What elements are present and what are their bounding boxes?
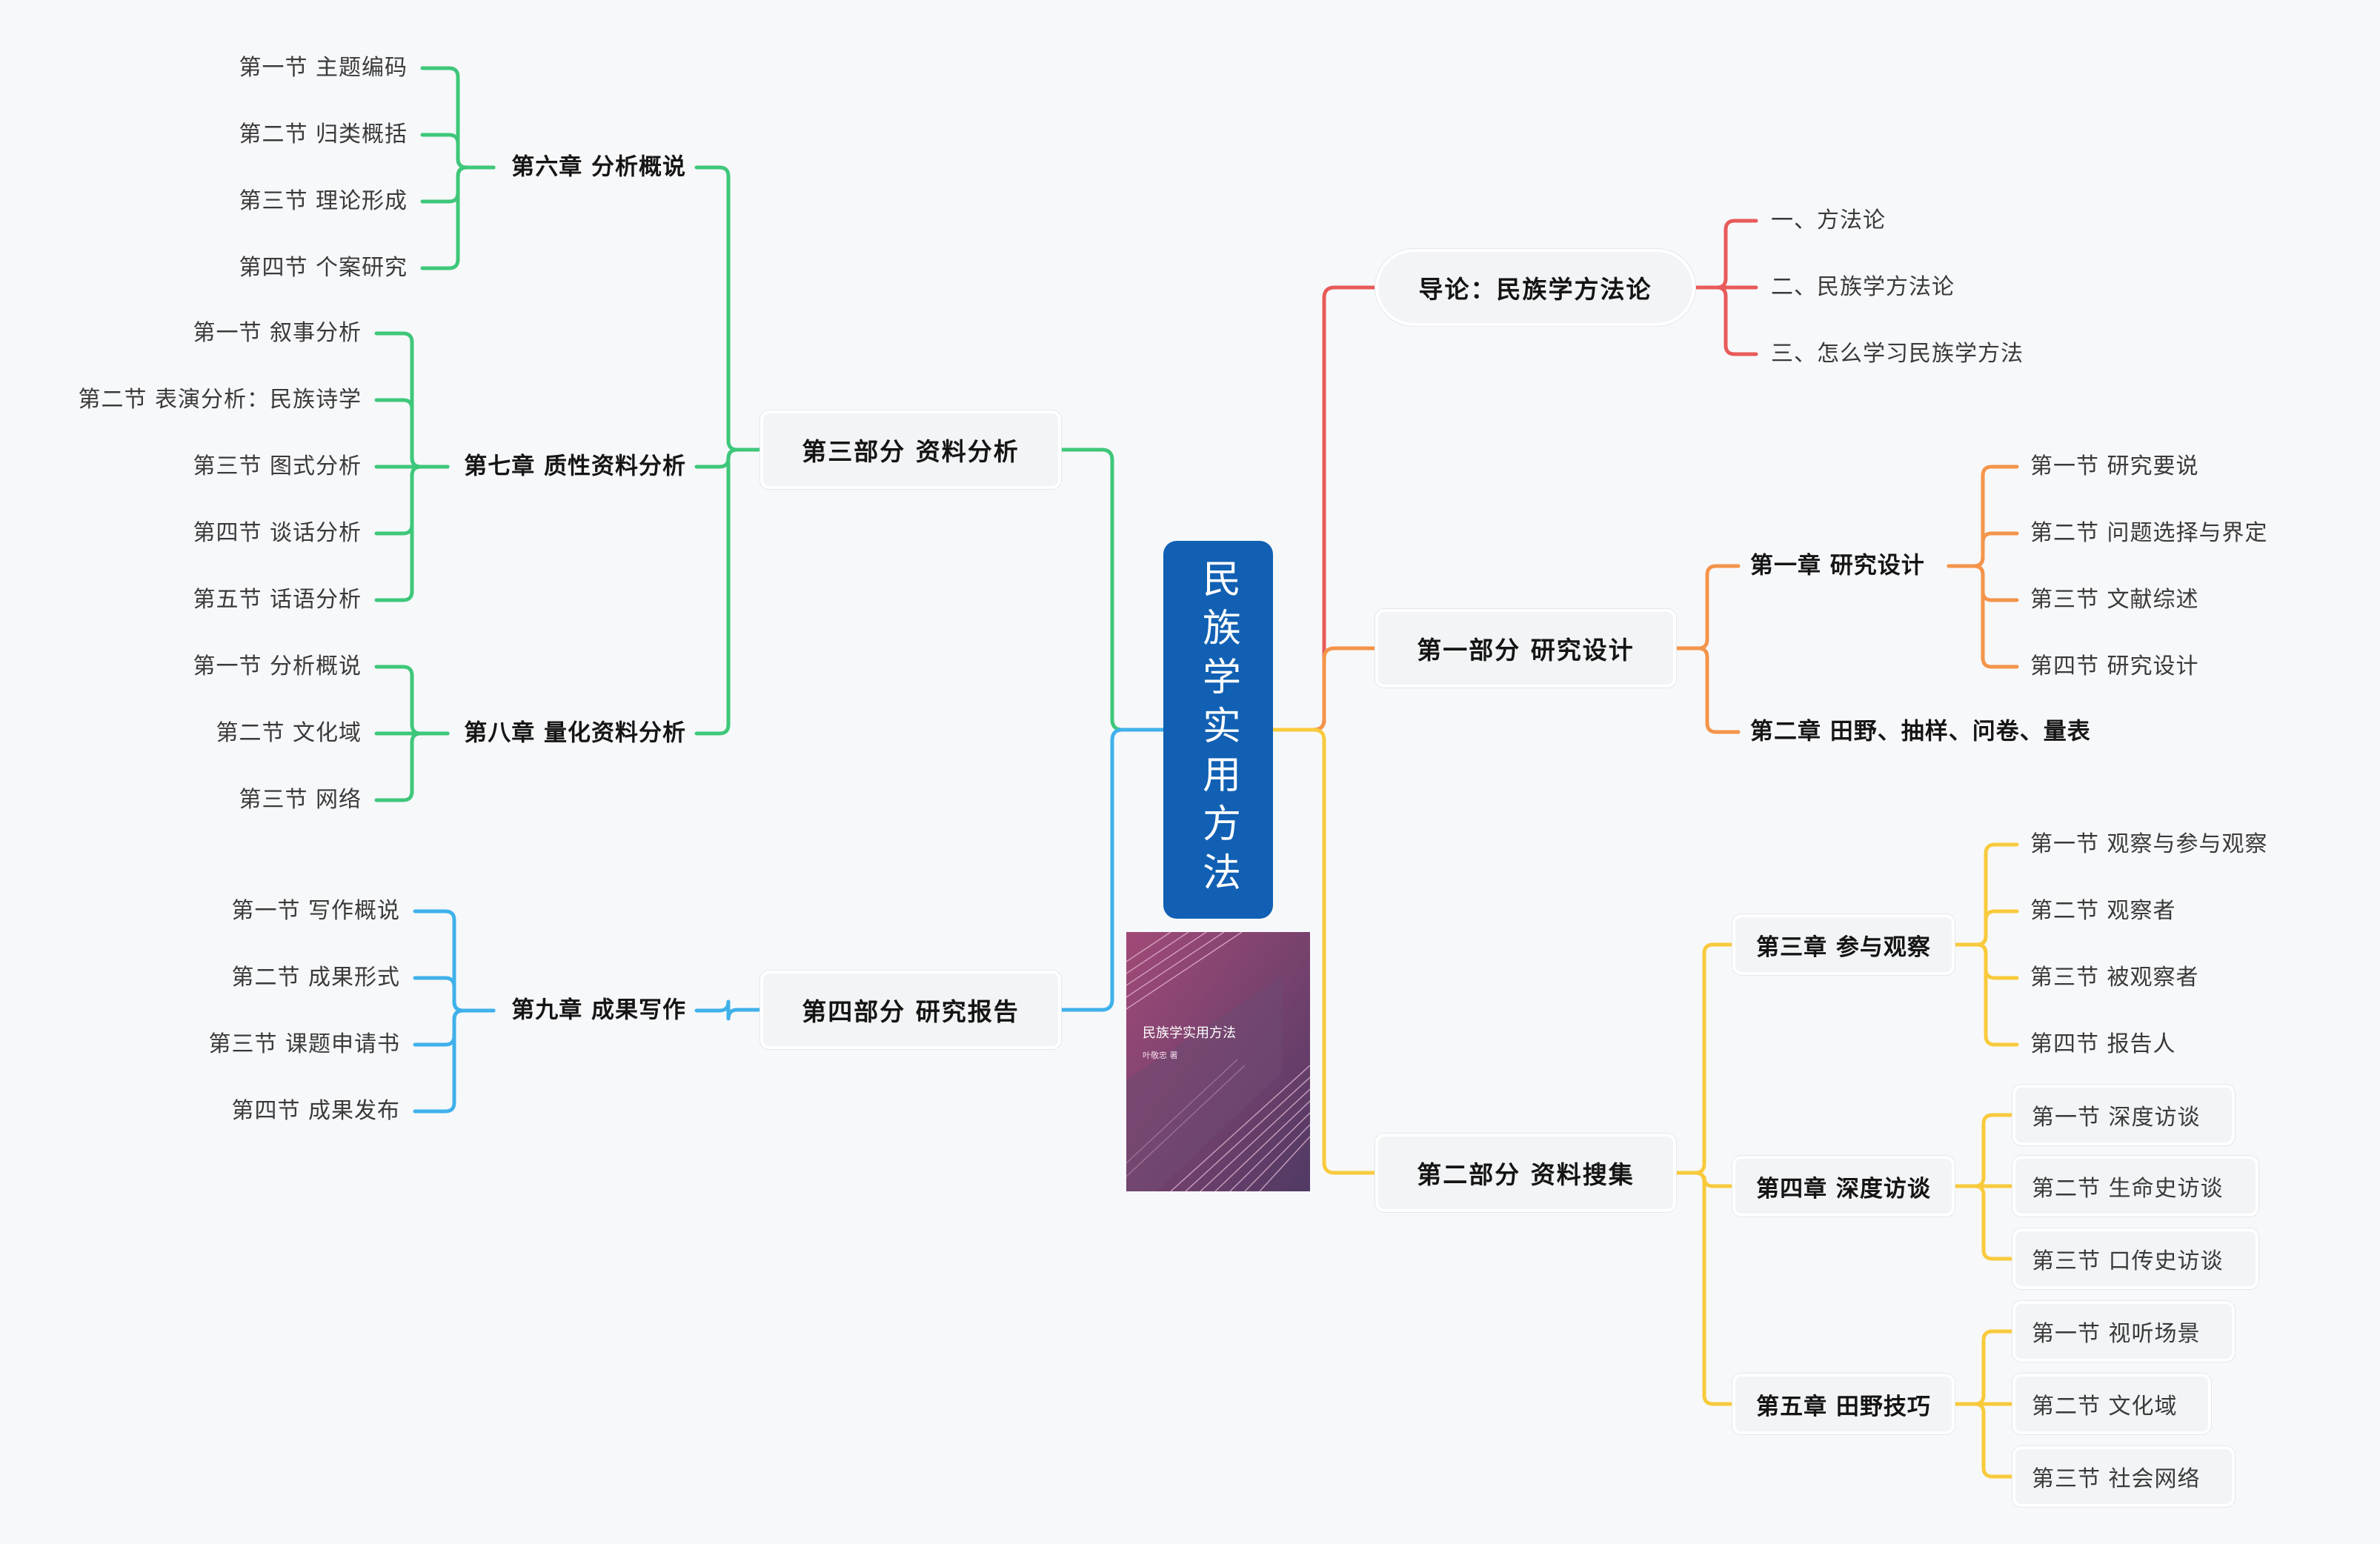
section-item[interactable]: 第一节 研究要说 (2030, 453, 2199, 479)
chapter-3-label: 第三章 参与观察 (1756, 934, 1931, 961)
section-item[interactable]: 第三节 被观察者 (2030, 965, 2199, 991)
connector-part3 (1059, 447, 1166, 732)
chapter-4-box[interactable]: 第四章 深度访谈 (1732, 1156, 1955, 1217)
book-author: 叶敬忠 著 (1143, 1051, 1178, 1060)
section-box[interactable]: 第三节 社会网络 (2012, 1446, 2235, 1507)
section-label: 第二节 生命史访谈 (2032, 1176, 2224, 1202)
book-cover-pattern-icon (1126, 932, 1310, 1191)
connector-part3-chapter (694, 165, 762, 452)
chapter-5-box[interactable]: 第五章 田野技巧 (1732, 1374, 1955, 1434)
section-item[interactable]: 第一节 分析概说 (193, 653, 362, 679)
intro-item[interactable]: 三、怎么学习民族学方法 (1771, 341, 2024, 367)
connector-part2 (1271, 728, 1377, 1175)
part2-topic-label: 第二部分 资料搜集 (1417, 1160, 1635, 1189)
section-label: 第一节 深度访谈 (2032, 1105, 2201, 1131)
chapter-8-label[interactable]: 第八章 量化资料分析 (464, 719, 686, 747)
section-box[interactable]: 第三节 口传史访谈 (2012, 1228, 2258, 1289)
chapter-1-label[interactable]: 第一章 研究设计 (1750, 552, 1925, 579)
part1-topic-label: 第一部分 研究设计 (1417, 636, 1635, 665)
section-item[interactable]: 第一节 观察与参与观察 (2030, 831, 2268, 857)
section-item[interactable]: 第三节 网络 (239, 787, 362, 813)
section-item[interactable]: 第二节 成果形式 (231, 965, 400, 991)
connector-part1-chapter (1674, 646, 1741, 734)
root-topic[interactable]: 民族学实用方法 (1163, 541, 1273, 919)
section-item[interactable]: 第二节 归类概括 (239, 122, 408, 147)
section-item[interactable]: 第二节 表演分析：民族诗学 (78, 387, 362, 413)
part4-topic-label: 第四部分 研究报告 (802, 997, 1020, 1026)
connector-part3-section (374, 731, 450, 802)
connector-part4-section (413, 1008, 496, 1114)
connector-part1-section (1947, 531, 2019, 568)
intro-topic[interactable]: 导论：民族学方法论 (1375, 249, 1695, 326)
section-item[interactable]: 第三节 图式分析 (193, 453, 362, 479)
section-item[interactable]: 第三节 理论形成 (239, 188, 408, 214)
connector-intro-item (1693, 219, 1758, 290)
section-box[interactable]: 第一节 深度访谈 (2012, 1085, 2235, 1145)
connector-part3-chapter (694, 447, 762, 736)
section-item[interactable]: 第一节 主题编码 (239, 55, 408, 81)
section-item[interactable]: 第一节 叙事分析 (193, 320, 362, 346)
connector-part4-section (413, 976, 496, 1013)
part3-topic-label: 第三部分 资料分析 (802, 437, 1020, 466)
section-item[interactable]: 第四节 个案研究 (239, 255, 408, 281)
chapter-2-label[interactable]: 第二章 田野、抽样、问卷、量表 (1750, 718, 2091, 745)
connector-part2-section (1952, 909, 2019, 947)
connector-part3-section (374, 398, 450, 469)
part1-topic[interactable]: 第一部分 研究设计 (1375, 609, 1676, 688)
connector-part2-section (1952, 1113, 2015, 1188)
connector-part4-chapter (694, 999, 762, 1021)
chapter-6-label[interactable]: 第六章 分析概说 (511, 153, 686, 181)
intro-topic-label: 导论：民族学方法论 (1418, 275, 1652, 304)
section-item[interactable]: 第三节 课题申请书 (208, 1031, 400, 1057)
chapter-5-label: 第五章 田野技巧 (1756, 1393, 1931, 1420)
chapter-4-label: 第四章 深度访谈 (1756, 1175, 1931, 1202)
chapter-7-label[interactable]: 第七章 质性资料分析 (464, 453, 686, 480)
connector-part1-section (1947, 564, 2019, 669)
section-label: 第三节 口传史访谈 (2032, 1248, 2224, 1274)
section-item[interactable]: 第二节 问题选择与界定 (2030, 520, 2268, 546)
connector-part2-section (1952, 1184, 2015, 1261)
section-item[interactable]: 第二节 文化域 (216, 720, 362, 746)
section-item[interactable]: 第五节 话语分析 (193, 587, 362, 613)
section-item[interactable]: 第四节 报告人 (2030, 1031, 2176, 1057)
section-box[interactable]: 第二节 生命史访谈 (2012, 1156, 2258, 1217)
chapter-9-label[interactable]: 第九章 成果写作 (511, 996, 686, 1024)
part4-topic[interactable]: 第四部分 研究报告 (760, 971, 1061, 1049)
section-box[interactable]: 第一节 视听场景 (2012, 1301, 2235, 1362)
part2-topic[interactable]: 第二部分 资料搜集 (1375, 1134, 1676, 1212)
connector-part1-chapter (1674, 564, 1741, 650)
section-item[interactable]: 第四节 谈话分析 (193, 520, 362, 546)
connector-part4 (1059, 728, 1166, 1012)
section-item[interactable]: 第一节 写作概说 (231, 898, 400, 924)
connector-part3-section (420, 165, 496, 270)
section-label: 第三节 社会网络 (2032, 1466, 2201, 1492)
intro-item[interactable]: 一、方法论 (1771, 207, 1886, 233)
connector-part3-section (374, 665, 450, 736)
section-box[interactable]: 第二节 文化域 (2012, 1374, 2211, 1434)
connector-part2-section (1952, 942, 2019, 1047)
section-item[interactable]: 第四节 研究设计 (2030, 653, 2199, 679)
section-item[interactable]: 第三节 文献综述 (2030, 587, 2199, 613)
section-label: 第二节 文化域 (2032, 1394, 2178, 1420)
intro-item[interactable]: 二、民族学方法论 (1771, 274, 1955, 300)
connector-part1 (1271, 646, 1377, 732)
connector-part2-section (1952, 1329, 2015, 1406)
part3-topic[interactable]: 第三部分 资料分析 (760, 410, 1061, 489)
connector-part3-section (374, 465, 450, 602)
root-topic-label: 民族学实用方法 (1195, 559, 1240, 901)
section-label: 第一节 视听场景 (2032, 1321, 2201, 1347)
connector-part2-section (1952, 1402, 2015, 1479)
book-title: 民族学实用方法 (1143, 1025, 1236, 1041)
section-item[interactable]: 第四节 成果发布 (231, 1098, 400, 1124)
connector-intro-item (1693, 285, 1758, 356)
section-item[interactable]: 第二节 观察者 (2030, 898, 2176, 924)
book-cover-image: 民族学实用方法 叶敬忠 著 (1126, 932, 1310, 1191)
connector-part3-section (420, 133, 496, 170)
chapter-3-box[interactable]: 第三章 参与观察 (1732, 914, 1955, 975)
connector-part2-chapter (1674, 1171, 1735, 1406)
connector-part2-chapter (1674, 942, 1735, 1175)
